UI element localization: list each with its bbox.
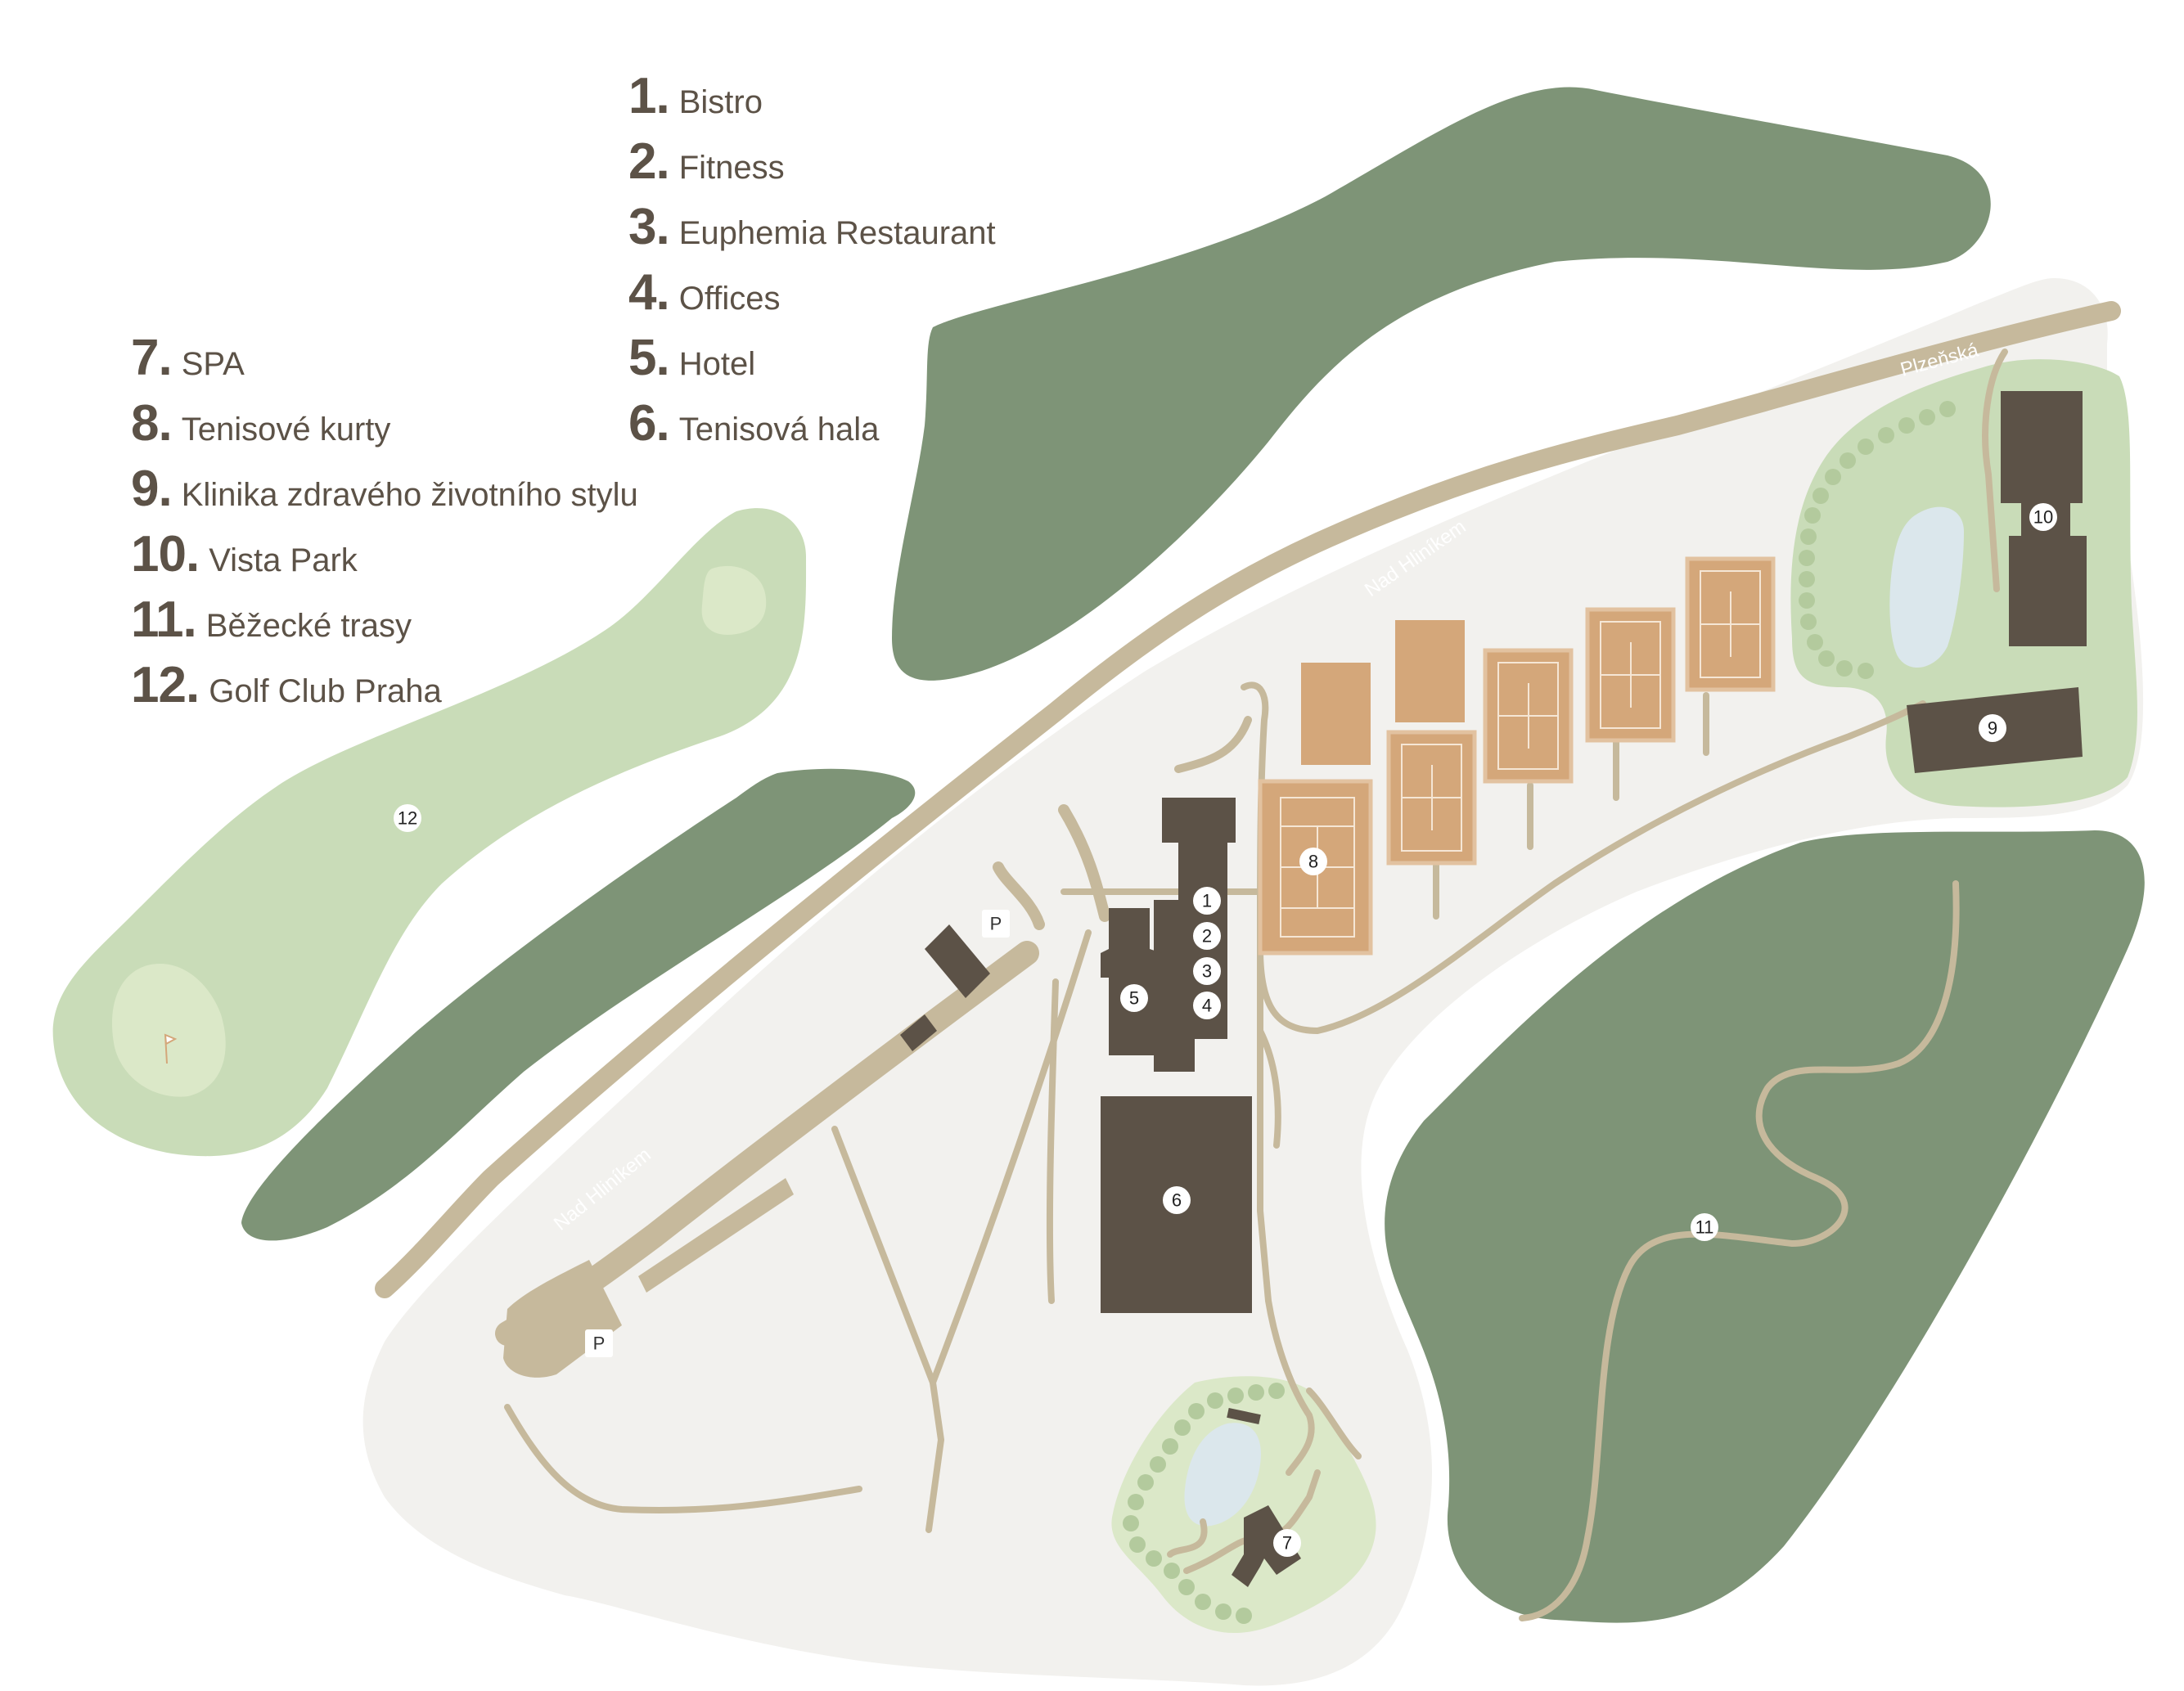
legend-number: 3.: [628, 199, 670, 255]
court-plain-2: [1395, 620, 1465, 722]
forest-trails: [1385, 830, 2145, 1623]
golf-green-bottom: [111, 964, 226, 1097]
tennis-courts: [1258, 556, 1776, 956]
building-spa: [1232, 1505, 1301, 1587]
legend-number: 8.: [131, 395, 173, 452]
legend-label: Tenisové kurty: [181, 412, 391, 447]
svg-text:P: P: [593, 1333, 606, 1354]
court-plain-1: [1301, 663, 1371, 765]
building-parking: [925, 924, 990, 998]
markers: 1 2 3 4 5 6 7 8 9 10 11 12: [394, 503, 2057, 1557]
legend-number: 11.: [131, 591, 197, 648]
running-trail: [1519, 880, 1960, 1621]
building-spa-annex: [1227, 1407, 1261, 1425]
legend-label: Fitness: [678, 150, 785, 186]
legend-item-1: 1.Bistro: [628, 67, 763, 125]
svg-text:10: 10: [2033, 507, 2053, 528]
legend-number: 5.: [628, 330, 670, 386]
building-hotel: [1101, 908, 1162, 1055]
golf-flag-icon: [164, 1033, 178, 1064]
marker-1: 1: [1193, 887, 1221, 915]
svg-text:P: P: [990, 914, 1002, 934]
parking-sign-upper: P: [982, 910, 1010, 938]
legend-label: Offices: [678, 281, 781, 317]
legend-label: Hotel: [678, 346, 756, 382]
legend-label: Tenisová hala: [678, 412, 880, 447]
road-nad-hlinikem: [375, 301, 2121, 1298]
parking-lot-lower: [638, 1178, 794, 1293]
legend-number: 2.: [628, 133, 670, 190]
legend-number: 9.: [131, 461, 173, 517]
legend-label: Běžecké trasy: [205, 608, 412, 644]
legend-item-3: 3.Euphemia Restaurant: [628, 198, 996, 256]
forest-top: [892, 87, 1991, 681]
marker-12: 12: [394, 804, 421, 832]
svg-text:6: 6: [1172, 1190, 1182, 1211]
marker-9: 9: [1979, 714, 2006, 742]
legend-item-4: 4.Offices: [628, 263, 780, 322]
marker-11: 11: [1691, 1213, 1718, 1241]
legend-item-12: 12.Golf Club Praha: [131, 656, 442, 714]
legend-label: Euphemia Restaurant: [678, 215, 996, 251]
legend-item-2: 2.Fitness: [628, 133, 785, 191]
tree-dots-vista: [1799, 401, 1956, 679]
marker-2: 2: [1193, 922, 1221, 950]
legend-number: 4.: [628, 264, 670, 321]
svg-text:2: 2: [1202, 926, 1212, 947]
marker-8: 8: [1299, 848, 1327, 875]
legend-number: 7.: [131, 330, 173, 386]
legend-item-6: 6.Tenisová hala: [628, 394, 879, 452]
svg-text:12: 12: [398, 808, 417, 829]
svg-text:11: 11: [1695, 1217, 1714, 1238]
marker-6: 6: [1163, 1186, 1191, 1214]
legend-number: 12.: [131, 657, 200, 713]
legend-item-11: 11.Běžecké trasy: [131, 591, 412, 649]
marker-4: 4: [1193, 992, 1221, 1019]
legend-label: SPA: [181, 346, 245, 382]
marker-10: 10: [2029, 503, 2057, 531]
legend-label: Golf Club Praha: [209, 673, 442, 709]
legend-item-7: 7.SPA: [131, 329, 245, 387]
svg-text:7: 7: [1282, 1533, 1292, 1554]
legend-item-8: 8.Tenisové kurty: [131, 394, 390, 452]
forest-middle: [241, 768, 916, 1241]
golf-green-top: [701, 565, 767, 635]
svg-text:1: 1: [1202, 891, 1212, 911]
svg-text:9: 9: [1988, 718, 1997, 739]
legend-item-5: 5.Hotel: [628, 329, 755, 387]
svg-text:5: 5: [1129, 988, 1139, 1009]
svg-text:4: 4: [1202, 996, 1212, 1016]
legend-item-10: 10.Vista Park: [131, 525, 358, 583]
legend-item-9: 9.Klinika zdravého životního stylu: [131, 460, 638, 518]
marker-3: 3: [1193, 957, 1221, 985]
svg-text:8: 8: [1308, 852, 1318, 872]
pond-vista: [1889, 506, 1964, 668]
marker-5: 5: [1120, 984, 1148, 1012]
pond-spa: [1184, 1423, 1261, 1527]
legend-number: 1.: [628, 68, 670, 124]
parking-sign-lower: P: [585, 1329, 613, 1357]
parking-lot-lower-2: [503, 1260, 622, 1378]
marker-7: 7: [1273, 1529, 1301, 1557]
legend-number: 6.: [628, 395, 670, 452]
golf-course: [52, 508, 807, 1157]
svg-text:3: 3: [1202, 961, 1212, 982]
legend-number: 10.: [131, 526, 200, 582]
legend-label: Vista Park: [209, 542, 358, 578]
legend-label: Klinika zdravého životního stylu: [181, 477, 638, 513]
legend-label: Bistro: [678, 84, 763, 120]
building-small: [900, 1014, 937, 1051]
tree-dots-spa: [1123, 1383, 1285, 1624]
